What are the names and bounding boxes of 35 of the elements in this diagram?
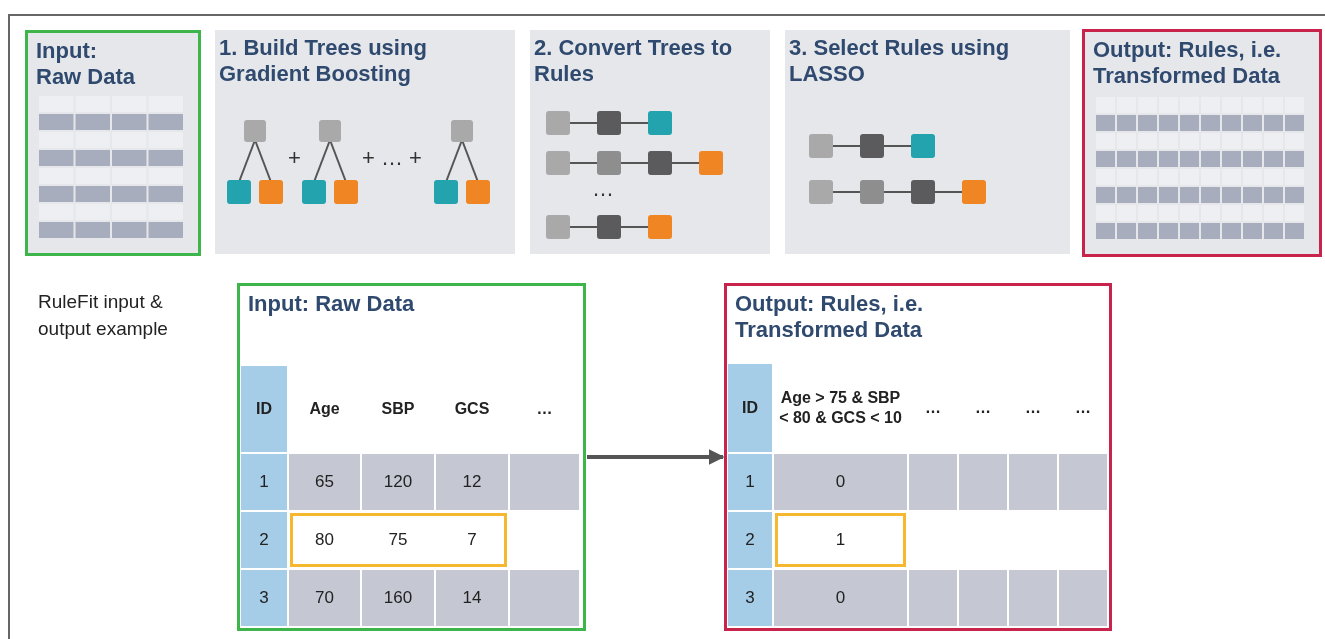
table-cell: 120 [361,453,435,511]
table-cell: 2 [240,511,288,569]
step-panel [215,30,515,254]
table-cell: 2 [727,511,773,569]
panel-title: 2. Convert Trees to Rules [534,35,734,87]
step-panel [530,30,770,254]
table-cell: 14 [435,569,509,627]
table-cell: 1 [240,453,288,511]
column-header: ID [240,365,288,453]
column-header: ID [727,363,773,453]
plus-ellipsis-text: + … + [362,145,423,171]
panel-title: Output: Rules, i.e. Transformed Data [735,291,925,343]
table-cell: 70 [288,569,361,627]
table-cell: 3 [727,569,773,627]
input-panel [25,30,201,256]
input-table-panel [237,283,586,631]
plus-sign: + [288,145,302,171]
output-table-panel [724,283,1112,631]
panel-title: 3. Select Rules using LASSO [789,35,1011,87]
panel-title: Input: Raw Data [36,38,137,90]
panel-title: 1. Build Trees using Gradient Boosting [219,35,428,87]
panel-title: Input: Raw Data [248,291,416,317]
example-caption: RuleFit input & output example [38,290,169,341]
table-cell: 3 [240,569,288,627]
table-cell: 65 [288,453,361,511]
ellipsis-text: … [592,176,615,202]
step-panel [785,30,1070,254]
table-cell: 160 [361,569,435,627]
table-cell: 1 [727,453,773,511]
table-cell: 0 [773,569,908,627]
table-cell: 0 [773,453,908,511]
table-cell: 12 [435,453,509,511]
panel-title: Output: Rules, i.e. Transformed Data [1093,37,1283,89]
arrow [587,449,725,465]
output-panel [1082,29,1322,257]
